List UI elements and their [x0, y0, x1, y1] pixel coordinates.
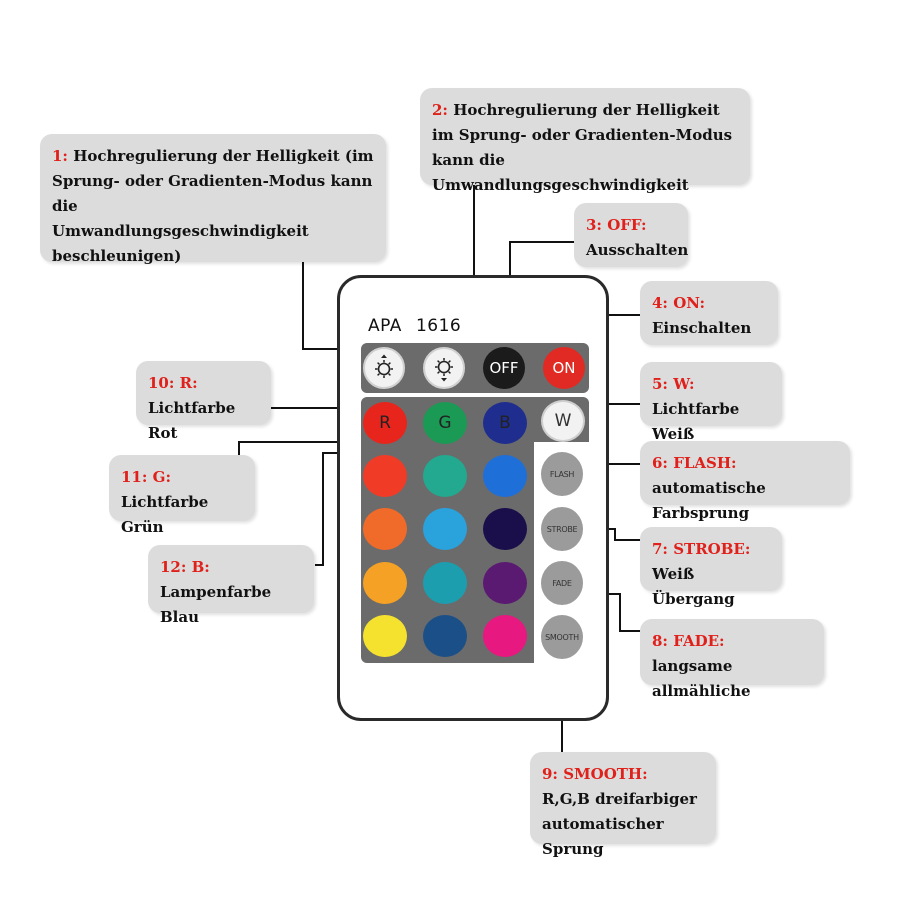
- green-button[interactable]: G: [423, 402, 467, 444]
- red-button[interactable]: R: [363, 402, 407, 444]
- color-button-r4c3[interactable]: [483, 615, 527, 657]
- callout-9-text: R,G,B dreifarbiger automatischer Sprung: [542, 790, 697, 858]
- callout-4-on: 4: ON: Einschalten: [640, 281, 778, 345]
- callout-10-r: 10: R: Lichtfarbe Rot: [136, 361, 271, 442]
- sun-up-icon: [375, 354, 393, 378]
- model-number: 1616: [415, 316, 462, 336]
- callout-1-number: 1:: [52, 147, 68, 165]
- callout-10-text: Lichtfarbe Rot: [148, 399, 236, 442]
- smooth-button[interactable]: SMOOTH: [541, 615, 583, 659]
- callout-12-number: 12: B:: [160, 558, 210, 576]
- on-button-label: ON: [552, 359, 576, 377]
- callout-3-text: Ausschalten: [586, 241, 689, 259]
- off-button[interactable]: OFF: [483, 347, 525, 389]
- callout-7-number: 7: STROBE:: [652, 540, 751, 558]
- color-button-r3c2[interactable]: [423, 562, 467, 604]
- color-button-r1c2[interactable]: [423, 455, 467, 497]
- color-button-r2c1[interactable]: [363, 508, 407, 550]
- remote-model-label: APA 1616: [368, 316, 475, 336]
- callout-8-text: langsame allmähliche: [652, 657, 751, 700]
- red-button-label: R: [379, 413, 391, 433]
- color-button-r1c3[interactable]: [483, 455, 527, 497]
- color-button-r3c1[interactable]: [363, 562, 407, 604]
- callout-12-text: Lampenfarbe Blau: [160, 583, 272, 626]
- blue-button[interactable]: B: [483, 402, 527, 444]
- callout-6-text: automatische Farbsprung: [652, 479, 766, 522]
- callout-7-strobe: 7: STROBE: Weiß Übergang: [640, 527, 782, 608]
- callout-10-number: 10: R:: [148, 374, 198, 392]
- white-button-label: W: [554, 411, 572, 431]
- callout-11-g: 11: G: Lichtfarbe Grün: [109, 455, 255, 536]
- green-button-label: G: [438, 413, 452, 433]
- color-button-r4c1[interactable]: [363, 615, 407, 657]
- callout-7-text: Weiß Übergang: [652, 565, 735, 608]
- callout-12-b: 12: B: Lampenfarbe Blau: [148, 545, 314, 626]
- callout-4-text: Einschalten: [652, 319, 752, 337]
- callout-5-w: 5: W: Lichtfarbe Weiß: [640, 362, 782, 443]
- fade-button-label: FADE: [552, 578, 572, 588]
- color-button-r4c2[interactable]: [423, 615, 467, 657]
- white-button[interactable]: W: [541, 400, 585, 442]
- color-button-r1c1[interactable]: [363, 455, 407, 497]
- callout-1-brightness-up: 1: Hochregulierung der Helligkeit (im Sp…: [40, 134, 386, 265]
- callout-5-number: 5: W:: [652, 375, 695, 393]
- callout-11-text: Lichtfarbe Grün: [121, 493, 209, 536]
- brightness-up-button[interactable]: [363, 347, 405, 389]
- callout-6-number: 6: FLASH:: [652, 454, 737, 472]
- callout-9-smooth: 9: SMOOTH: R,G,B dreifarbiger automatisc…: [530, 752, 716, 858]
- callout-11-number: 11: G:: [121, 468, 171, 486]
- callout-2-text: Hochregulierung der Helligkeit im Sprung…: [432, 101, 733, 194]
- brightness-down-button[interactable]: [423, 347, 465, 389]
- callout-2-brightness-down: 2: Hochregulierung der Helligkeit im Spr…: [420, 88, 750, 194]
- strobe-button-label: STROBE: [546, 524, 578, 534]
- callout-2-number: 2:: [432, 101, 448, 119]
- callout-9-number: 9: SMOOTH:: [542, 765, 648, 783]
- callout-8-number: 8: FADE:: [652, 632, 725, 650]
- sun-down-icon: [435, 358, 453, 382]
- callout-8-fade: 8: FADE: langsame allmähliche: [640, 619, 824, 700]
- on-button[interactable]: ON: [543, 347, 585, 389]
- fade-button[interactable]: FADE: [541, 561, 583, 605]
- callout-3-number: 3: OFF:: [586, 216, 647, 234]
- flash-button-label: FLASH: [549, 469, 575, 479]
- blue-button-label: B: [499, 413, 511, 433]
- brand-label: APA: [368, 316, 402, 336]
- off-button-label: OFF: [489, 359, 519, 377]
- callout-1-text: Hochregulierung der Helligkeit (im Sprun…: [52, 147, 374, 265]
- color-button-r2c3[interactable]: [483, 508, 527, 550]
- flash-button[interactable]: FLASH: [541, 452, 583, 496]
- smooth-button-label: SMOOTH: [545, 632, 579, 642]
- strobe-button[interactable]: STROBE: [541, 507, 583, 551]
- color-button-r2c2[interactable]: [423, 508, 467, 550]
- callout-6-flash: 6: FLASH: automatische Farbsprung: [640, 441, 850, 522]
- color-button-r3c3[interactable]: [483, 562, 527, 604]
- callout-4-number: 4: ON:: [652, 294, 705, 312]
- callout-3-off: 3: OFF: Ausschalten: [574, 203, 688, 267]
- callout-5-text: Lichtfarbe Weiß: [652, 400, 740, 443]
